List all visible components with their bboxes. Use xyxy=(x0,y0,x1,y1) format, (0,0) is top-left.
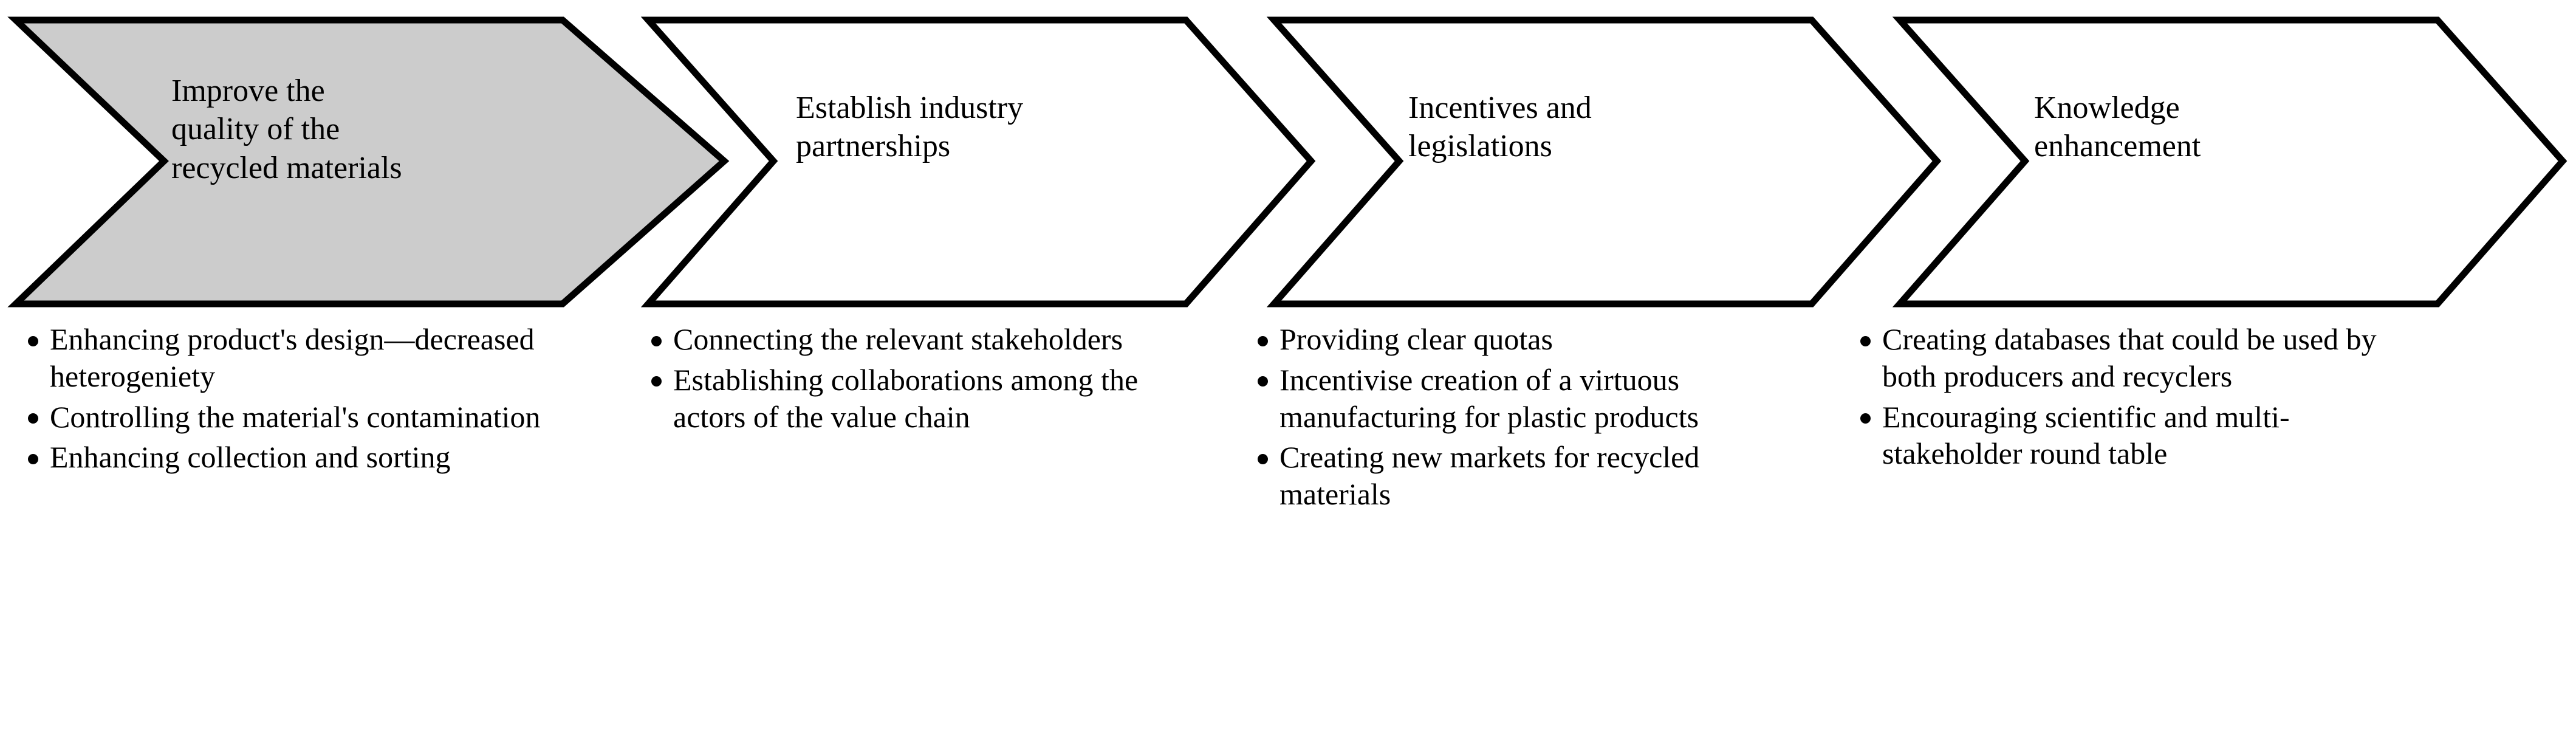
bullet-dot-icon xyxy=(1258,453,1268,464)
list-item-text: Enhancing product's design—decreased het… xyxy=(50,322,535,393)
bullet-dot-icon xyxy=(28,335,38,346)
bullet-list-3: Providing clear quotas Incentivise creat… xyxy=(1256,321,1803,513)
bullet-column-3: Providing clear quotas Incentivise creat… xyxy=(1256,321,1803,517)
chevron-band: Improve the quality of the recycled mate… xyxy=(0,0,2576,316)
list-item: Connecting the relevant stakeholders xyxy=(650,321,1197,358)
list-item: Providing clear quotas xyxy=(1256,321,1803,358)
bullet-column-1: Enhancing product's design—decreased het… xyxy=(27,321,574,479)
bullet-dot-icon xyxy=(651,376,662,387)
list-item: Controlling the material's contamination xyxy=(27,399,574,436)
list-item: Enhancing product's design—decreased het… xyxy=(27,321,574,395)
list-item: Enhancing collection and sorting xyxy=(27,439,574,476)
chevron-shape-3[interactable] xyxy=(1274,20,1937,304)
list-item-text: Creating databases that could be used by… xyxy=(1882,322,2377,393)
chevron-shape-1[interactable] xyxy=(16,20,724,304)
list-item: Encouraging scientific and multi-stakeho… xyxy=(1859,399,2418,473)
list-item-text: Connecting the relevant stakeholders xyxy=(673,322,1123,356)
list-item: Incentivise creation of a virtuous manuf… xyxy=(1256,362,1803,436)
bullet-list-2: Connecting the relevant stakeholders Est… xyxy=(650,321,1197,435)
list-item-text: Enhancing collection and sorting xyxy=(50,440,451,475)
list-item-text: Incentivise creation of a virtuous manuf… xyxy=(1279,362,1699,434)
list-item: Creating new markets for recycled materi… xyxy=(1256,439,1803,513)
bullet-columns: Enhancing product's design—decreased het… xyxy=(0,321,2576,756)
list-item-text: Establishing collaborations among the ac… xyxy=(673,362,1139,434)
bullet-dot-icon xyxy=(1860,335,1871,346)
chevron-shape-2[interactable] xyxy=(648,20,1311,304)
list-item-text: Encouraging scientific and multi-stakeho… xyxy=(1882,399,2290,471)
bullet-dot-icon xyxy=(1258,376,1268,387)
bullet-dot-icon xyxy=(651,335,662,346)
chevron-shape-4[interactable] xyxy=(1900,20,2563,304)
list-item: Creating databases that could be used by… xyxy=(1859,321,2418,395)
bullet-dot-icon xyxy=(28,413,38,424)
bullet-dot-icon xyxy=(1860,413,1871,424)
bullet-dot-icon xyxy=(28,453,38,464)
list-item: Establishing collaborations among the ac… xyxy=(650,362,1197,436)
bullet-list-4: Creating databases that could be used by… xyxy=(1859,321,2418,472)
bullet-list-1: Enhancing product's design—decreased het… xyxy=(27,321,574,476)
list-item-text: Providing clear quotas xyxy=(1279,322,1553,356)
bullet-column-4: Creating databases that could be used by… xyxy=(1859,321,2418,476)
list-item-text: Controlling the material's contamination xyxy=(50,399,541,434)
bullet-dot-icon xyxy=(1258,335,1268,346)
list-item-text: Creating new markets for recycled materi… xyxy=(1279,440,1700,511)
bullet-column-2: Connecting the relevant stakeholders Est… xyxy=(650,321,1197,439)
chevron-svg xyxy=(0,0,2576,316)
